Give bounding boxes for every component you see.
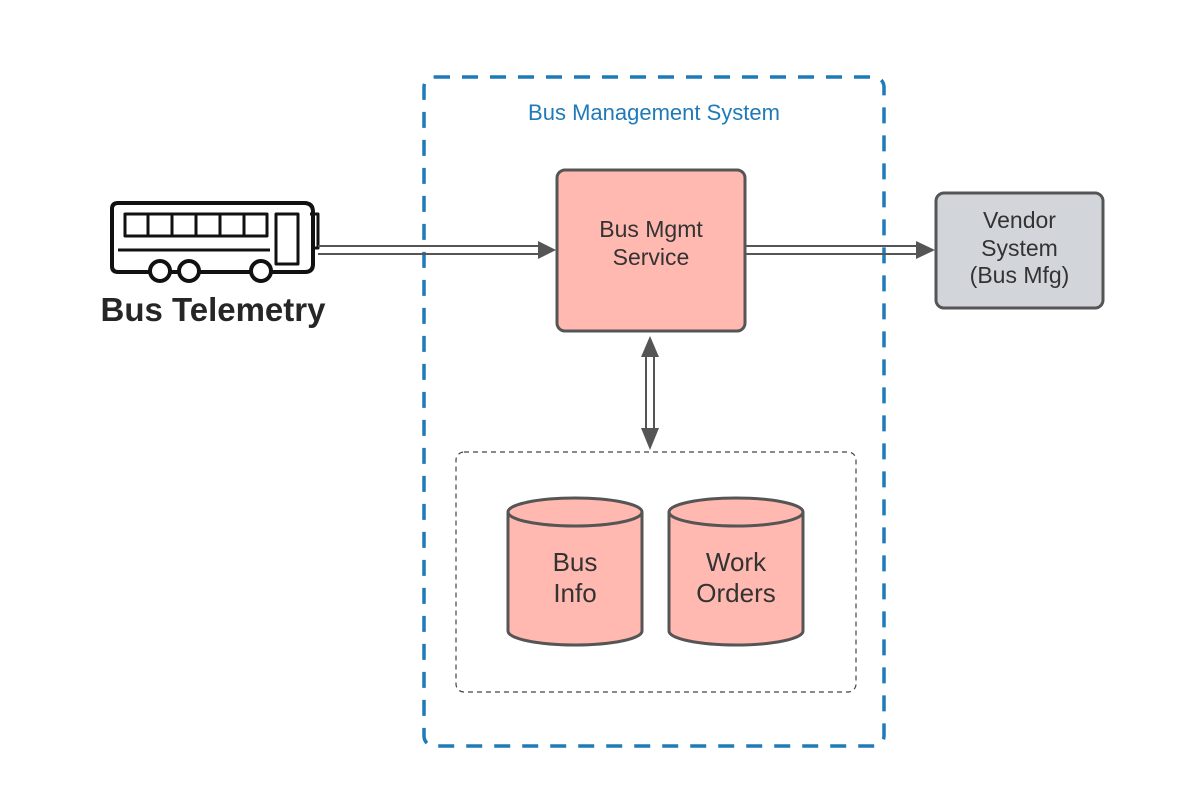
bus-mgmt-service-label: Bus Mgmt Service bbox=[599, 216, 703, 270]
data-store-group bbox=[455, 451, 857, 693]
bus-telemetry-label: Bus Telemetry bbox=[100, 291, 326, 328]
bus-info-database bbox=[506, 496, 644, 647]
vendor-system-label: Vendor System (Bus Mfg) bbox=[969, 207, 1070, 289]
work-orders-database bbox=[667, 496, 805, 647]
bus-icon bbox=[110, 201, 320, 283]
bus-mgmt-service-node bbox=[555, 168, 747, 333]
bus-info-label: Bus Info bbox=[552, 547, 598, 609]
vendor-system-node bbox=[934, 191, 1105, 310]
edge-telemetry-to-service bbox=[318, 241, 556, 259]
edge-service-to-data-stores bbox=[641, 336, 659, 450]
work-orders-label: Work Orders bbox=[696, 547, 776, 609]
system-boundary-title: Bus Management System bbox=[528, 100, 780, 125]
edge-service-to-vendor bbox=[746, 241, 935, 259]
